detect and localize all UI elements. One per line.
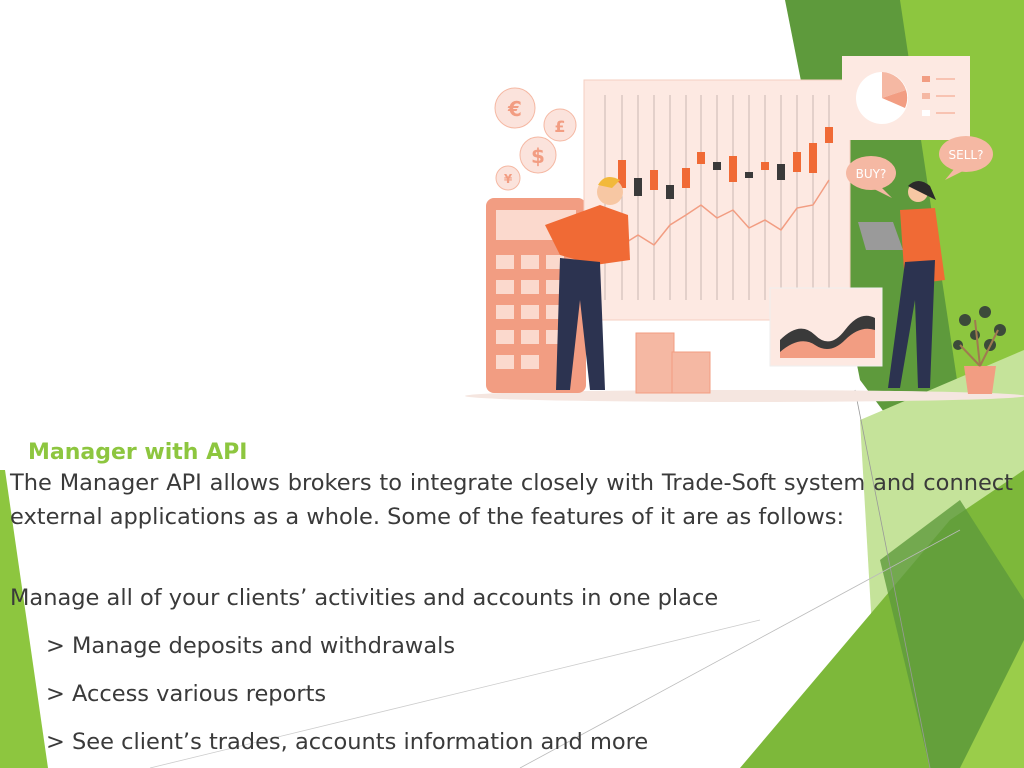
sell-speech-bubble: SELL? — [939, 136, 993, 180]
bullet-item: > Manage deposits and withdrawals — [46, 633, 456, 659]
laptop-icon — [858, 222, 903, 250]
slide-title: Manager with API — [28, 440, 248, 465]
coin-stack — [635, 332, 711, 394]
intro-paragraph: The Manager API allows brokers to integr… — [10, 470, 1013, 530]
pound-coin-icon: £ — [554, 117, 565, 136]
candlestick-chart-board — [583, 79, 851, 321]
green-shape-bottom-right — [960, 640, 1024, 768]
euro-coin-icon: € — [507, 97, 522, 121]
currency-coins: € £ $ ¥ — [494, 87, 577, 191]
plant-pot — [953, 306, 1006, 394]
bullet-item: > See client’s trades, accounts informat… — [46, 729, 649, 755]
bullet-item: > Access various reports — [46, 681, 327, 707]
dollar-coin-icon: $ — [531, 144, 545, 168]
area-chart-panel — [769, 287, 883, 367]
decorative-line — [854, 389, 931, 768]
decorative-line — [519, 529, 961, 768]
buy-label: BUY? — [856, 167, 887, 181]
decorative-line — [149, 619, 761, 768]
buy-speech-bubble: BUY? — [846, 156, 896, 198]
yen-coin-icon: ¥ — [504, 172, 513, 186]
sell-label: SELL? — [949, 148, 984, 162]
floor-shadow — [465, 390, 1024, 402]
woman-figure — [858, 181, 945, 388]
lead-statement: Manage all of your clients’ activities a… — [10, 585, 719, 611]
man-figure — [545, 176, 630, 390]
green-shape-bottom-dark — [880, 500, 1024, 768]
green-stripe-left — [0, 470, 48, 768]
pie-chart-panel — [842, 56, 970, 140]
